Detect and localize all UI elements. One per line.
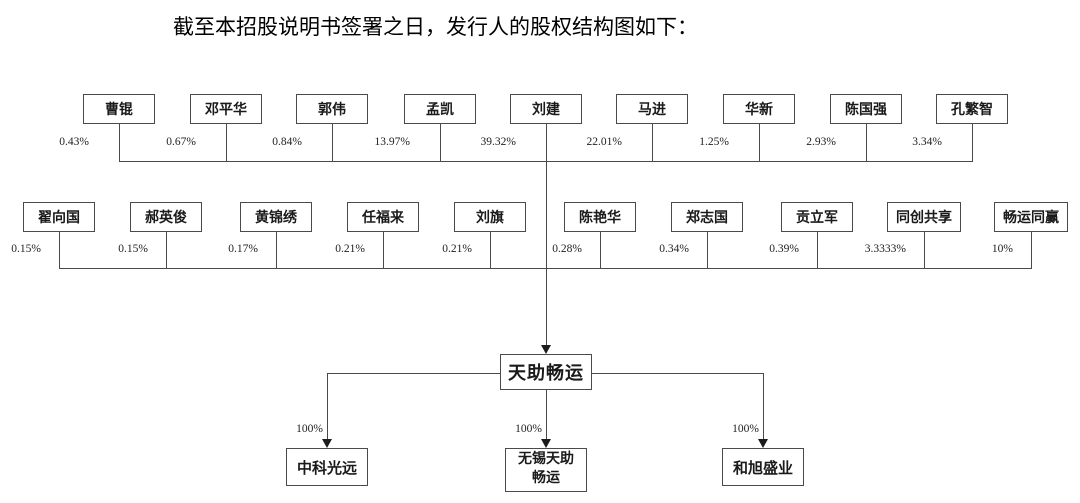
shareholder-box: 陈国强 [830,94,902,124]
connector-line [546,124,547,345]
shareholder-box: 刘建 [510,94,582,124]
ownership-percent: 0.15% [11,243,41,255]
shareholder-box: 郑志国 [671,202,743,232]
shareholder-box: 刘旗 [454,202,526,232]
ownership-percent: 0.84% [272,136,302,148]
ownership-percent: 0.21% [335,243,365,255]
connector-line [383,232,384,268]
ownership-percent: 0.15% [118,243,148,255]
arrow-down-icon [541,345,551,354]
arrow-down-icon [758,439,768,448]
shareholder-box: 曹锟 [83,94,155,124]
shareholder-box: 任福来 [347,202,419,232]
connector-line [759,124,760,161]
ownership-percent: 100% [296,423,323,435]
issuer-box: 天助畅运 [500,354,592,390]
shareholder-box: 马进 [616,94,688,124]
connector-line [866,124,867,161]
ownership-percent: 0.43% [59,136,89,148]
arrow-down-icon [322,439,332,448]
subsidiary-name-line: 无锡天助 [518,452,574,468]
ownership-percent: 100% [515,423,542,435]
shareholder-box: 华新 [723,94,795,124]
shareholder-box: 黄锦绣 [240,202,312,232]
connector-line [59,232,60,268]
shareholder-box: 郝英俊 [130,202,202,232]
subsidiary-name-line: 畅运 [532,471,560,486]
connector-line [924,232,925,268]
shareholder-box: 孟凯 [404,94,476,124]
ownership-percent: 22.01% [586,136,622,148]
shareholder-box: 畅运同赢 [994,202,1068,232]
connector-line [490,232,491,268]
connector-line [276,232,277,268]
arrow-down-icon [541,439,551,448]
figure-caption: 截至本招股说明书签署之日，发行人的股权结构图如下： [173,15,698,39]
connector-line [817,232,818,268]
connector-line [166,232,167,268]
ownership-percent: 0.67% [166,136,196,148]
subsidiary-box: 和旭盛业 [722,448,804,486]
connector-line [600,232,601,268]
shareholder-box: 孔繁智 [936,94,1008,124]
ownership-percent: 100% [732,423,759,435]
connector-line [119,124,120,161]
connector-line [546,390,547,439]
ownership-percent: 13.97% [374,136,410,148]
ownership-percent: 0.28% [552,243,582,255]
shareholder-box: 翟向国 [23,202,95,232]
ownership-percent: 1.25% [699,136,729,148]
connector-line [592,373,763,374]
subsidiary-box: 中科光远 [286,448,368,486]
ownership-percent: 2.93% [806,136,836,148]
ownership-percent: 0.39% [769,243,799,255]
ownership-percent: 0.21% [442,243,472,255]
connector-line [332,124,333,161]
connector-line [226,124,227,161]
ownership-percent: 3.34% [912,136,942,148]
shareholder-box: 同创共享 [887,202,961,232]
shareholder-box: 陈艳华 [564,202,636,232]
bus-line [59,268,1032,269]
shareholder-box: 邓平华 [190,94,262,124]
shareholder-box: 郭伟 [296,94,368,124]
connector-line [707,232,708,268]
subsidiary-name: 无锡天助 畅运 [518,451,574,489]
ownership-percent: 39.32% [480,136,516,148]
connector-line [327,373,500,374]
subsidiary-box: 无锡天助 畅运 [505,448,587,492]
ownership-percent: 0.34% [659,243,689,255]
connector-line [652,124,653,161]
ownership-percent: 0.17% [228,243,258,255]
shareholder-box: 贡立军 [781,202,853,232]
connector-line [440,124,441,161]
ownership-percent: 3.3333% [864,243,906,255]
connector-line [327,373,328,439]
connector-line [1031,232,1032,268]
connector-line [763,373,764,439]
ownership-percent: 10% [991,243,1013,255]
connector-line [972,124,973,161]
